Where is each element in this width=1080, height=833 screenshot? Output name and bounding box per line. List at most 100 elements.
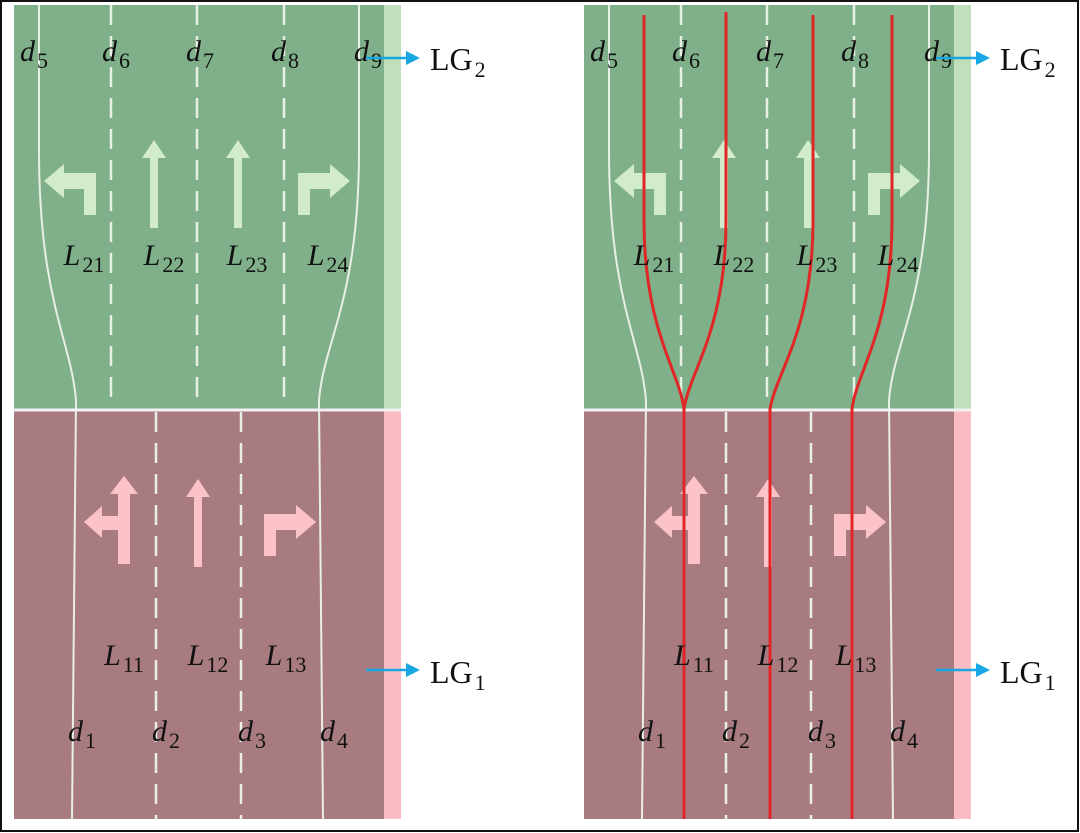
detector-label: d4 [890, 715, 918, 753]
upper-lane-label-base: L [877, 239, 895, 272]
detector-label-subscript: 7 [203, 48, 214, 73]
upper-lane-label-subscript: 21 [82, 252, 104, 277]
turn-right-arrow-icon [834, 505, 886, 556]
detector-label: d9 [354, 35, 382, 73]
lower-lane-label: L11 [103, 639, 144, 677]
lane-group-2-label-subscript: 2 [1045, 57, 1056, 82]
detector-label-subscript: 3 [825, 728, 836, 753]
detector-label-subscript: 1 [655, 728, 666, 753]
turn-left-arrow-icon [44, 164, 96, 215]
upper-lane-label-base: L [633, 239, 651, 272]
upper-lane-label: L23 [796, 239, 838, 277]
lower-lane-label-base: L [103, 639, 121, 672]
lane-group-2-label: LG2 [1000, 41, 1056, 82]
detector-label-base: d [672, 35, 688, 68]
turn-right-arrow-icon [298, 164, 350, 215]
road-edge-left [38, 5, 78, 820]
detector-label-subscript: 5 [607, 48, 618, 73]
left-turn-or-straight-arrow-icon [84, 476, 138, 564]
detector-label: d4 [320, 715, 348, 753]
upper-lane-label: L24 [307, 239, 349, 277]
lower-lane-label-base: L [835, 639, 853, 672]
detector-label: d2 [722, 715, 750, 753]
upper-lane-label-base: L [226, 239, 244, 272]
detector-label: d3 [808, 715, 836, 753]
vehicle-trajectory [768, 15, 815, 819]
straight-arrow-icon [142, 140, 166, 228]
detector-label-base: d [354, 35, 370, 68]
upper-lane-label-base: L [796, 239, 814, 272]
lower-lane-label-subscript: 12 [206, 652, 228, 677]
upper-area-edge [384, 5, 401, 410]
lower-lane-label-subscript: 13 [854, 652, 876, 677]
straight-arrow-icon [756, 479, 780, 567]
upper-lane-label-base: L [143, 239, 161, 272]
lower-lane-label: L13 [265, 639, 307, 677]
detector-label-subscript: 6 [119, 48, 130, 73]
detector-label: d6 [672, 35, 700, 73]
detector-label: d2 [152, 715, 180, 753]
lane-group-2-pointer-head [406, 51, 420, 65]
upper-lane-label: L24 [877, 239, 919, 277]
vehicle-trajectory [642, 15, 686, 819]
detector-label: d5 [20, 35, 48, 73]
lane-group-1-pointer-head [976, 663, 990, 677]
detector-label: d3 [238, 715, 266, 753]
detector-label-base: d [20, 35, 36, 68]
lane-group-1-label: LG1 [430, 654, 486, 695]
lane-group-1-label: LG1 [1000, 654, 1056, 695]
straight-arrow-icon [186, 479, 210, 567]
detector-label-base: d [638, 715, 654, 748]
detector-label-base: d [68, 715, 84, 748]
lower-lane-label-base: L [757, 639, 775, 672]
lower-lane-label-subscript: 13 [284, 652, 306, 677]
detector-label-subscript: 8 [288, 48, 299, 73]
lane-group-2-label-base: LG [1000, 41, 1043, 77]
straight-arrow-icon [712, 140, 736, 228]
left-turn-or-straight-arrow-icon [654, 476, 708, 564]
detector-label-subscript: 1 [85, 728, 96, 753]
detector-label-subscript: 4 [907, 728, 918, 753]
lower-lane-label-subscript: 11 [123, 652, 144, 677]
detector-label-base: d [722, 715, 738, 748]
turn-right-arrow-icon [264, 505, 316, 556]
detector-label-base: d [808, 715, 824, 748]
lane-group-2-label: LG2 [430, 41, 486, 82]
lower-lane-label: L11 [673, 639, 714, 677]
lower-lane-label-base: L [265, 639, 283, 672]
upper-lane-label-subscript: 21 [652, 252, 674, 277]
lower-lane-label: L12 [187, 639, 229, 677]
lane-group-1-label-subscript: 1 [1045, 670, 1056, 695]
turn-right-arrow-icon [868, 164, 920, 215]
lane-group-2-label-subscript: 2 [475, 57, 486, 82]
detector-label: d8 [841, 35, 869, 73]
lane-group-1-label-subscript: 1 [475, 670, 486, 695]
upper-lane-label: L23 [226, 239, 268, 277]
detector-label: d6 [102, 35, 130, 73]
road-edge-right [887, 5, 930, 820]
upper-lane-label: L22 [143, 239, 185, 277]
upper-lane-label-base: L [307, 239, 325, 272]
detector-label-subscript: 6 [689, 48, 700, 73]
detector-label-subscript: 2 [169, 728, 180, 753]
upper-lane-label: L22 [713, 239, 755, 277]
detector-label-base: d [102, 35, 118, 68]
detector-label-subscript: 4 [337, 728, 348, 753]
lower-lane-group-area [14, 410, 384, 819]
lower-lane-label-subscript: 12 [776, 652, 798, 677]
detector-label-base: d [890, 715, 906, 748]
detector-label: d1 [68, 715, 96, 753]
road-edge-right [317, 5, 360, 820]
lane-group-1-label-base: LG [430, 654, 473, 690]
detector-label: d7 [186, 35, 214, 73]
trajectory-paths [642, 12, 894, 819]
detector-label-subscript: 7 [773, 48, 784, 73]
detector-label-base: d [590, 35, 606, 68]
lower-lane-label: L12 [757, 639, 799, 677]
detector-label-base: d [152, 715, 168, 748]
detector-label-base: d [271, 35, 287, 68]
detector-label-subscript: 8 [858, 48, 869, 73]
detector-label: d5 [590, 35, 618, 73]
